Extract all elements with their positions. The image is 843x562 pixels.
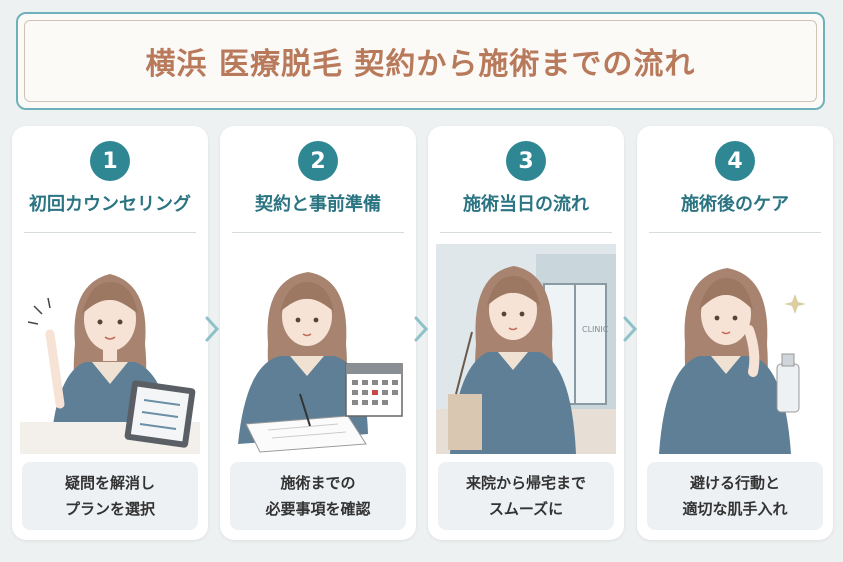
step-number-badge: 2	[298, 141, 338, 181]
divider	[232, 232, 404, 233]
title-banner: 横浜 医療脱毛 契約から施術までの流れ	[16, 12, 825, 110]
page-title: 横浜 医療脱毛 契約から施術までの流れ	[145, 47, 696, 82]
step-number-badge: 3	[506, 141, 546, 181]
title-inner-frame	[24, 20, 817, 102]
desc-line: 適切な肌手入れ	[682, 500, 788, 518]
step-description: 施術までの 必要事項を確認	[230, 462, 406, 530]
step-title: 初回カウンセリング	[29, 194, 191, 215]
step-number-badge: 1	[90, 141, 130, 181]
chevron-right-icon	[414, 316, 429, 342]
woman-pointing-illustration	[20, 244, 200, 454]
chevron-right-icon	[623, 316, 638, 342]
step-card-1: 1 初回カウンセリング 疑問を解消し プランを選択	[12, 126, 208, 540]
step-card-3: 3 施術当日の流れ CLINIC 来院から帰宅まで スムーズに	[428, 126, 624, 540]
woman-skincare-illustration	[645, 244, 825, 454]
desc-line: 避ける行動と	[689, 474, 780, 492]
chevron-right-icon	[205, 316, 220, 342]
divider	[440, 232, 612, 233]
desc-line: 施術までの	[280, 474, 356, 492]
clinic-sign: CLINIC	[582, 325, 609, 334]
step-title: 施術当日の流れ	[463, 194, 589, 215]
step-description: 避ける行動と 適切な肌手入れ	[647, 462, 823, 530]
divider	[649, 232, 821, 233]
desc-line: 必要事項を確認	[265, 500, 371, 518]
desc-line: プランを選択	[64, 500, 155, 518]
step-description: 来院から帰宅まで スムーズに	[438, 462, 614, 530]
desc-line: 疑問を解消し	[64, 474, 155, 492]
woman-writing-illustration	[228, 244, 408, 454]
step-title: 契約と事前準備	[255, 194, 381, 215]
divider	[24, 232, 196, 233]
desc-line: スムーズに	[488, 500, 564, 518]
step-card-4: 4 施術後のケア 避ける行動と 適切な肌手入れ	[637, 126, 833, 540]
woman-clinic-illustration: CLINIC	[436, 244, 616, 454]
step-card-2: 2 契約と事前準備 施術までの 必要事項を確認	[220, 126, 416, 540]
step-title: 施術後のケア	[681, 194, 789, 215]
step-number-badge: 4	[715, 141, 755, 181]
desc-line: 来院から帰宅まで	[465, 474, 586, 492]
step-description: 疑問を解消し プランを選択	[22, 462, 198, 530]
